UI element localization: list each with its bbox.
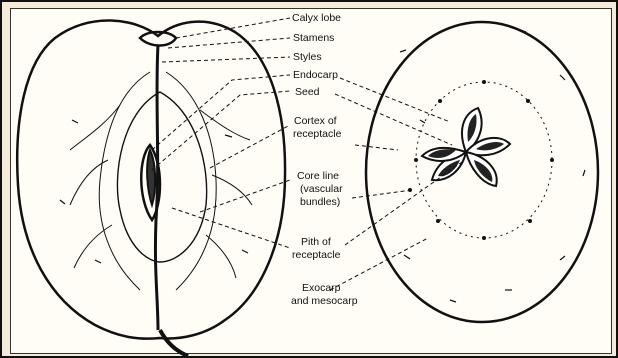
transverse-section <box>366 22 598 322</box>
label-calyx-lobe: Calyx lobe <box>292 12 341 24</box>
stalk <box>160 330 188 356</box>
label-endocarp: Endocarp <box>293 69 338 81</box>
label-core-line-line2: (vascular <box>300 183 343 195</box>
label-exocarp-line1: Exocarp <box>302 282 341 294</box>
core-outline <box>117 92 206 262</box>
leader-cortex-right <box>355 145 398 150</box>
label-styles: Styles <box>293 51 322 63</box>
seed-shape <box>147 150 155 205</box>
leader-endocarp <box>152 75 290 150</box>
leader-pith <box>172 208 290 248</box>
label-exocarp-line2: and mesocarp <box>291 295 358 307</box>
calyx-cavity <box>140 32 176 46</box>
label-cortex-line2: receptacle <box>293 128 342 140</box>
leader-cortex <box>210 125 290 168</box>
leader-seed <box>152 91 290 170</box>
label-pith-line2: receptacle <box>292 249 341 261</box>
label-cortex-line1: Cortex of <box>294 115 337 127</box>
labels: Calyx lobe Stamens Styles Endocarp Seed … <box>291 12 358 307</box>
label-stamens: Stamens <box>293 32 334 44</box>
label-core-line-line3: bundles) <box>300 196 340 208</box>
label-core-line-line1: Core line <box>297 170 339 182</box>
leader-stamens <box>168 38 290 48</box>
leader-pith-right <box>345 162 462 245</box>
longitudinal-section <box>17 20 285 356</box>
leader-exocarp <box>330 238 428 290</box>
leader-endocarp-right <box>340 78 450 122</box>
label-seed: Seed <box>295 86 320 98</box>
leader-core-line-right <box>352 190 412 198</box>
leader-seed-right <box>335 94 452 145</box>
label-pith-line1: Pith of <box>301 236 331 248</box>
leader-styles <box>162 57 290 62</box>
